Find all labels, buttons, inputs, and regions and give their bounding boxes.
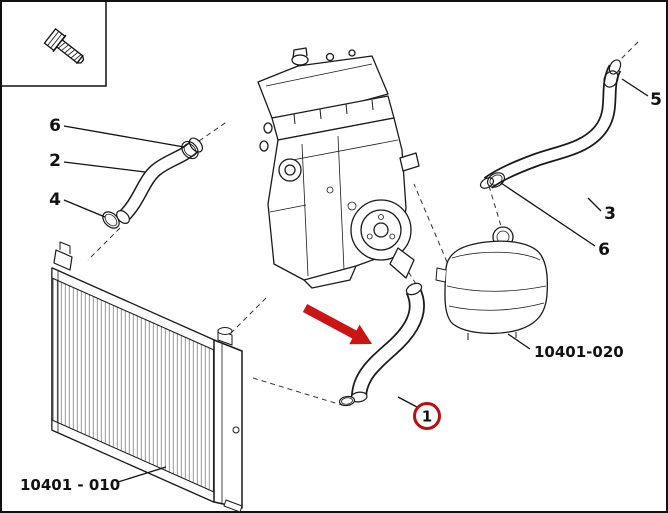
- leader-line-2: [63, 161, 146, 173]
- part-number-expansion-tank: 10401-020: [534, 343, 624, 361]
- part-number-radiator: 10401 - 010: [20, 476, 120, 494]
- highlight-arrow-icon: [302, 304, 372, 345]
- callout-labels: 6 2 4 5 3 6 10401-020 10401 - 010: [20, 90, 662, 494]
- expansion-tank-illustration: [435, 226, 548, 340]
- highlight-number: 1: [422, 408, 432, 426]
- hose-3-illustration: [479, 59, 622, 189]
- inset-box-border: [1, 1, 107, 87]
- callout-2: 2: [49, 151, 61, 171]
- leader-line-6-left: [63, 125, 185, 148]
- radiator-filler-cap: [217, 327, 233, 335]
- dashed-line: [252, 377, 346, 407]
- leader-line-3: [587, 197, 602, 212]
- highlight-circle-1: 1: [413, 402, 441, 430]
- bolt-icon: [43, 27, 85, 64]
- radiator-side-tank: [213, 339, 243, 509]
- leader-line-radiator-part: [117, 466, 167, 483]
- radiator-bracket: [53, 249, 73, 271]
- callout-leader-lines: [63, 78, 649, 483]
- engine-oil-cap: [291, 54, 309, 66]
- hose-clamp: [181, 140, 199, 160]
- highlight-circle-outline: [413, 402, 441, 430]
- engine-pulley: [278, 158, 302, 182]
- dashed-line: [488, 185, 502, 227]
- engine-lower-outlet: [389, 247, 415, 279]
- hose-clamp: [102, 211, 120, 229]
- hose-clamp: [486, 172, 506, 188]
- leader-line-1: [397, 396, 418, 408]
- leader-line-4: [63, 199, 106, 218]
- leader-line-5: [621, 78, 649, 97]
- leader-line-tank-part: [507, 333, 531, 350]
- engine-illustration: [257, 47, 420, 289]
- hose-1-illustration: [338, 282, 425, 407]
- callout-6-left: 6: [49, 116, 61, 136]
- dashed-line: [87, 227, 121, 261]
- hose-2-illustration: [102, 137, 204, 229]
- tank-body: [444, 240, 548, 334]
- dashed-line: [405, 267, 417, 285]
- hose-end-fitting: [603, 70, 619, 88]
- assembly-dashed-lines: [87, 41, 639, 407]
- callout-6-right: 6: [598, 240, 610, 260]
- callout-4: 4: [49, 190, 61, 210]
- callout-5: 5: [650, 90, 662, 110]
- callout-3: 3: [604, 204, 616, 224]
- engine-water-outlet: [399, 152, 420, 172]
- dashed-line: [198, 120, 229, 142]
- leader-line-6-right: [500, 182, 596, 247]
- fastener-inset: [1, 1, 107, 87]
- radiator-illustration: [51, 241, 243, 513]
